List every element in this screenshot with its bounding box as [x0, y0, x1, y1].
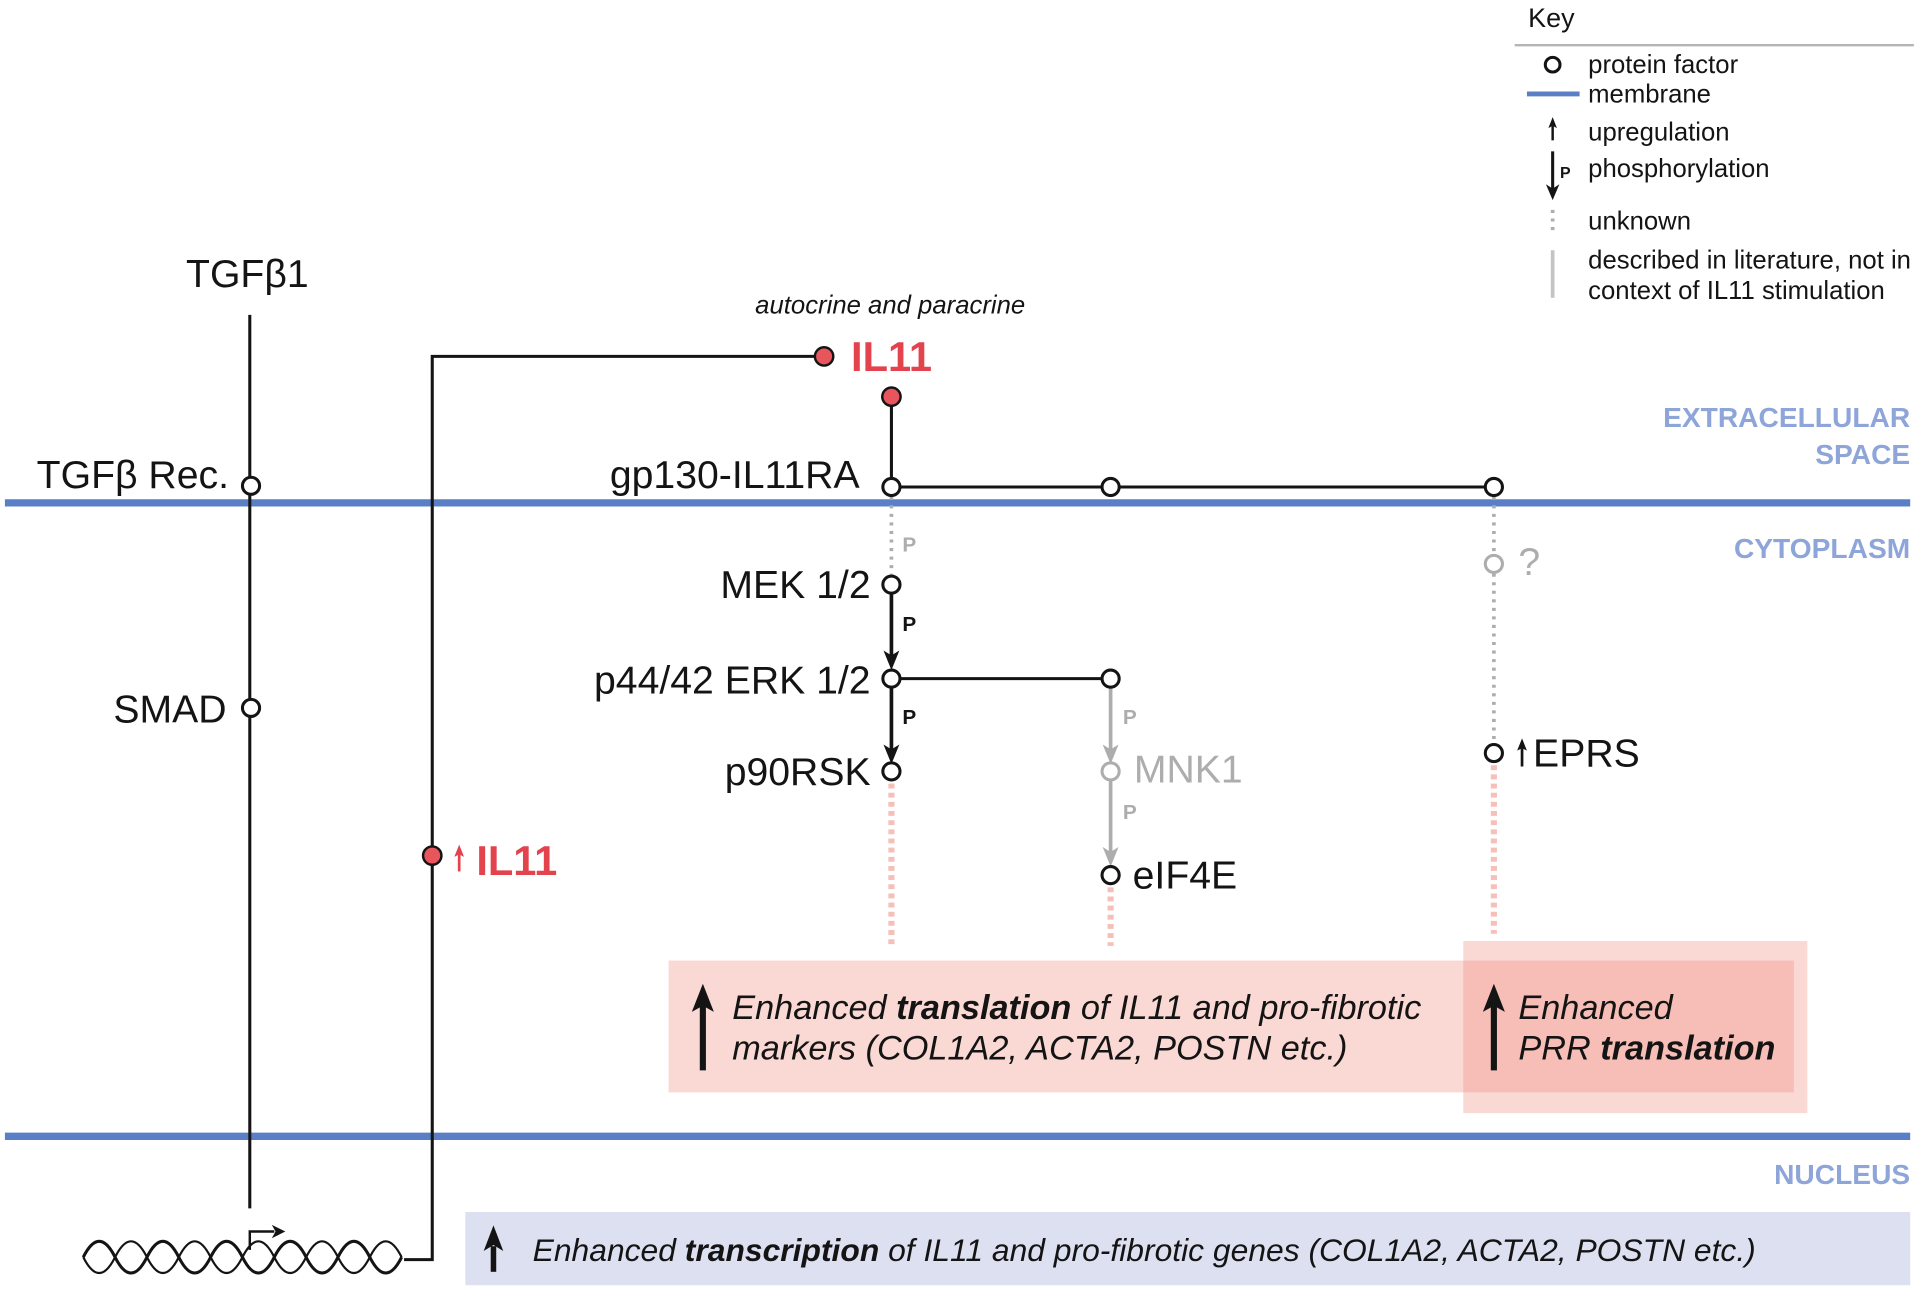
node-label-eif4e: eIF4E	[1133, 855, 1238, 898]
key-phosphorylation-mark: P	[1560, 165, 1571, 182]
phosphorylation-mark-receptor-mek: P	[902, 534, 916, 557]
node-mek	[881, 574, 902, 595]
node-label-p90rsk: p90RSK	[725, 751, 871, 794]
node-label-smad: SMAD	[113, 689, 226, 732]
node-label-il11-secreted: IL11	[851, 333, 932, 380]
key-label-phosphorylation: phosphorylation	[1588, 155, 1769, 183]
node-receptor-branch-mnk	[1100, 476, 1121, 498]
phosphorylation-mark-erk-mnk1: P	[1123, 706, 1137, 729]
promoter-arrow-icon	[248, 1224, 286, 1250]
node-label-erk: p44/42 ERK 1/2	[594, 659, 871, 702]
erk-to-mnk1-phosphorylation-arrow	[1102, 688, 1119, 765]
node-eprs	[1483, 743, 1504, 764]
enhancement-arrow-icon	[1482, 983, 1505, 1071]
prr-translation-outcome-prefix: PRR	[1518, 1029, 1600, 1067]
key-title: Key	[1528, 3, 1575, 33]
node-il11-upregulated	[421, 845, 443, 866]
key-label-literature-line2: context of IL11 stimulation	[1588, 277, 1885, 305]
compartment-label-extracellular: EXTRACELLULAR	[1663, 402, 1910, 433]
translation-outcome-line2: markers (COL1A2, ACTA2, POSTN etc.)	[732, 1029, 1347, 1067]
protein-factor-circle-icon	[1543, 55, 1562, 74]
node-label-tgfb-receptor: TGFβ Rec.	[37, 454, 229, 497]
compartment-label-cytoplasm: CYTOPLASM	[1734, 533, 1910, 564]
upregulation-arrow-icon	[1517, 738, 1527, 767]
enhancement-arrow-icon	[691, 983, 714, 1071]
node-label-receptor: gp130-IL11RA	[610, 454, 861, 497]
node-p90rsk	[881, 761, 902, 782]
prr-translation-outcome-emphasis: translation	[1600, 1029, 1775, 1067]
dna-helix-icon	[81, 1239, 404, 1275]
node-receptor	[881, 476, 902, 498]
compartment-label-nucleus: NUCLEUS	[1774, 1159, 1910, 1190]
key-label-protein-factor: protein factor	[1588, 51, 1738, 79]
transcription-outcome-emphasis: transcription	[685, 1232, 879, 1268]
phosphorylation-mark-mnk1-eif4e: P	[1123, 801, 1137, 824]
transcription-outcome-box	[465, 1212, 1911, 1286]
translation-outcome-prefix: Enhanced	[732, 989, 896, 1027]
node-label-mnk1: MNK1	[1134, 748, 1243, 791]
prr-translation-outcome-box	[1463, 941, 1808, 1114]
upregulation-arrow-icon	[454, 844, 465, 872]
key-label-unknown: unknown	[1588, 207, 1691, 235]
node-il11-ligand	[881, 386, 902, 408]
key-panel: Key protein factor membrane upregulation…	[1514, 3, 1914, 305]
node-receptor-branch-eprs	[1483, 476, 1504, 498]
translation-outcome-box	[668, 960, 1794, 1093]
key-label-upregulation: upregulation	[1588, 118, 1729, 146]
phosphorylation-mark-erk-p90rsk: P	[902, 706, 916, 729]
receptor-binding-line	[889, 396, 1494, 489]
transcription-outcome-text: Enhanced transcription of IL11 and pro-f…	[533, 1232, 1756, 1268]
node-unknown-factor	[1483, 553, 1504, 574]
erk-to-p90rsk-phosphorylation-arrow	[883, 688, 900, 765]
node-smad	[240, 697, 262, 718]
translation-outcome-emphasis: translation	[896, 989, 1071, 1027]
mek-to-erk-phosphorylation-arrow	[883, 594, 900, 671]
il11-expression-loop-line	[404, 354, 825, 1262]
node-erk-branch	[1100, 668, 1121, 689]
mnk1-to-eif4e-phosphorylation-arrow	[1102, 781, 1119, 867]
node-erk	[881, 668, 902, 689]
node-label-mek: MEK 1/2	[720, 564, 870, 607]
compartment-label-space: SPACE	[1815, 439, 1910, 470]
prr-translation-outcome-line2: PRR translation	[1518, 1029, 1775, 1067]
enhancement-arrow-icon	[483, 1225, 504, 1272]
node-label-unknown-factor: ?	[1518, 541, 1540, 584]
phosphorylation-mark-mek-erk: P	[902, 613, 916, 636]
node-mnk1	[1100, 761, 1121, 782]
translation-outcome-suffix: of IL11 and pro-fibrotic	[1071, 989, 1421, 1027]
key-label-literature-line1: described in literature, not in	[1588, 247, 1911, 275]
upregulation-arrow-icon	[1548, 117, 1557, 141]
node-tgfb-receptor	[240, 475, 262, 496]
translation-outcome-line1: Enhanced translation of IL11 and pro-fib…	[732, 989, 1421, 1027]
transcription-outcome-prefix: Enhanced	[533, 1232, 685, 1268]
prr-translation-outcome-line1: Enhanced	[1518, 989, 1673, 1027]
key-label-membrane: membrane	[1588, 81, 1711, 109]
node-il11-secreted	[813, 346, 835, 367]
secretion-note: autocrine and paracrine	[755, 292, 1025, 320]
node-label-il11-upregulated: IL11	[476, 837, 557, 884]
node-eif4e	[1100, 865, 1121, 886]
node-label-eprs: EPRS	[1533, 733, 1640, 776]
phosphorylation-arrow-icon	[1545, 151, 1560, 201]
node-label-tgfb1: TGFβ1	[186, 253, 309, 296]
transcription-outcome-suffix: of IL11 and pro-fibrotic genes (COL1A2, …	[879, 1232, 1756, 1268]
